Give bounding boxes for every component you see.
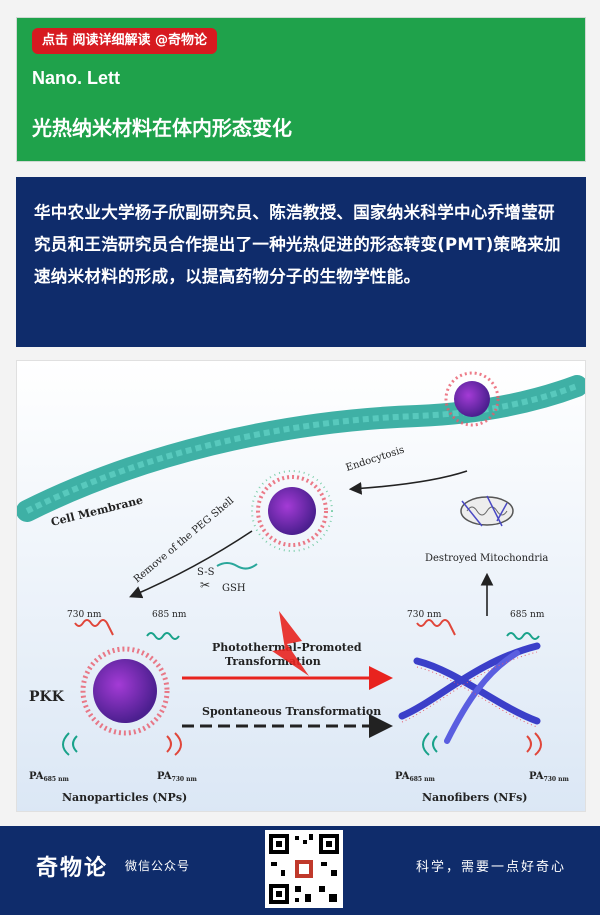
- footer-slogan: 科学，需要一点好奇心: [415, 860, 566, 875]
- read-more-tag[interactable]: 点击 阅读详细解读 @奇物论: [32, 28, 218, 54]
- pa-730-right-waves: [526, 732, 542, 756]
- spontaneous-label: Spontaneous Transformation: [202, 705, 381, 718]
- nm730-left-label: 730 nm: [67, 610, 102, 620]
- laser-730-left: [74, 619, 114, 636]
- footer-bar: 奇物论 微信公众号 科学，需要一点好奇心: [0, 826, 600, 915]
- summary-box: 华中农业大学杨子欣副研究员、陈浩教授、国家纳米科学中心乔增莹研究员和王浩研究员合…: [16, 177, 586, 347]
- title-banner: 点击 阅读详细解读 @奇物论 Nano. Lett 光热纳米材料在体内形态变化: [16, 17, 586, 162]
- photothermal-label-line2: Transformation: [225, 655, 321, 668]
- journal-name: Nano. Lett: [32, 68, 120, 88]
- article-headline: 光热纳米材料在体内形态变化: [32, 116, 292, 140]
- pa730-right-label: PA730 nm: [529, 771, 570, 783]
- signal-685-right: [506, 632, 540, 640]
- lightning-icon: [272, 611, 309, 676]
- research-figure: Cell Membrane Endocytosis Remove of the …: [16, 360, 586, 812]
- brand-name: 奇物论: [36, 855, 109, 881]
- peg-chain: [216, 562, 258, 570]
- mitochondria-icon: [460, 495, 514, 527]
- endocytosis-arrow: [348, 470, 468, 495]
- cell-membrane-shape: [17, 375, 585, 522]
- pa-685-left-waves: [62, 732, 78, 756]
- pa685-left-label: PA685 nm: [29, 771, 70, 783]
- gsh-label: GSH: [222, 583, 246, 594]
- nm685-left-label: 685 nm: [152, 610, 187, 620]
- remove-peg-arrow: [129, 530, 253, 599]
- ss-label: S-S: [197, 567, 215, 578]
- summary-text: 华中农业大学杨子欣副研究员、陈浩教授、国家纳米科学中心乔增莹研究员和王浩研究员合…: [34, 203, 561, 286]
- scissors-icon: ✂: [200, 578, 210, 592]
- pkk-nanoparticle: [80, 646, 170, 736]
- pa685-right-label: PA685 nm: [395, 771, 436, 783]
- nanoparticles-label: Nanoparticles (NPs): [62, 791, 187, 804]
- pa-730-left-waves: [166, 732, 182, 756]
- figure-illustration: Cell Membrane Endocytosis Remove of the …: [17, 361, 585, 811]
- laser-730-right: [416, 619, 456, 636]
- nanofibers-label: Nanofibers (NFs): [422, 791, 528, 804]
- incoming-nanoparticle: [444, 371, 500, 427]
- destroyed-mitochondria-label: Destroyed Mitochondria: [425, 553, 548, 564]
- pkk-label: PKK: [29, 689, 65, 705]
- signal-685-left: [146, 632, 180, 640]
- pa730-left-label: PA730 nm: [157, 771, 198, 783]
- nanofibers-shape: [398, 642, 541, 744]
- pa-685-right-waves: [422, 732, 438, 756]
- brand-subtitle: 微信公众号: [125, 859, 191, 873]
- peg-nanoparticle: [251, 470, 333, 552]
- nm685-right-label: 685 nm: [510, 610, 545, 620]
- nm730-right-label: 730 nm: [407, 610, 442, 620]
- qr-code-icon[interactable]: [265, 830, 343, 908]
